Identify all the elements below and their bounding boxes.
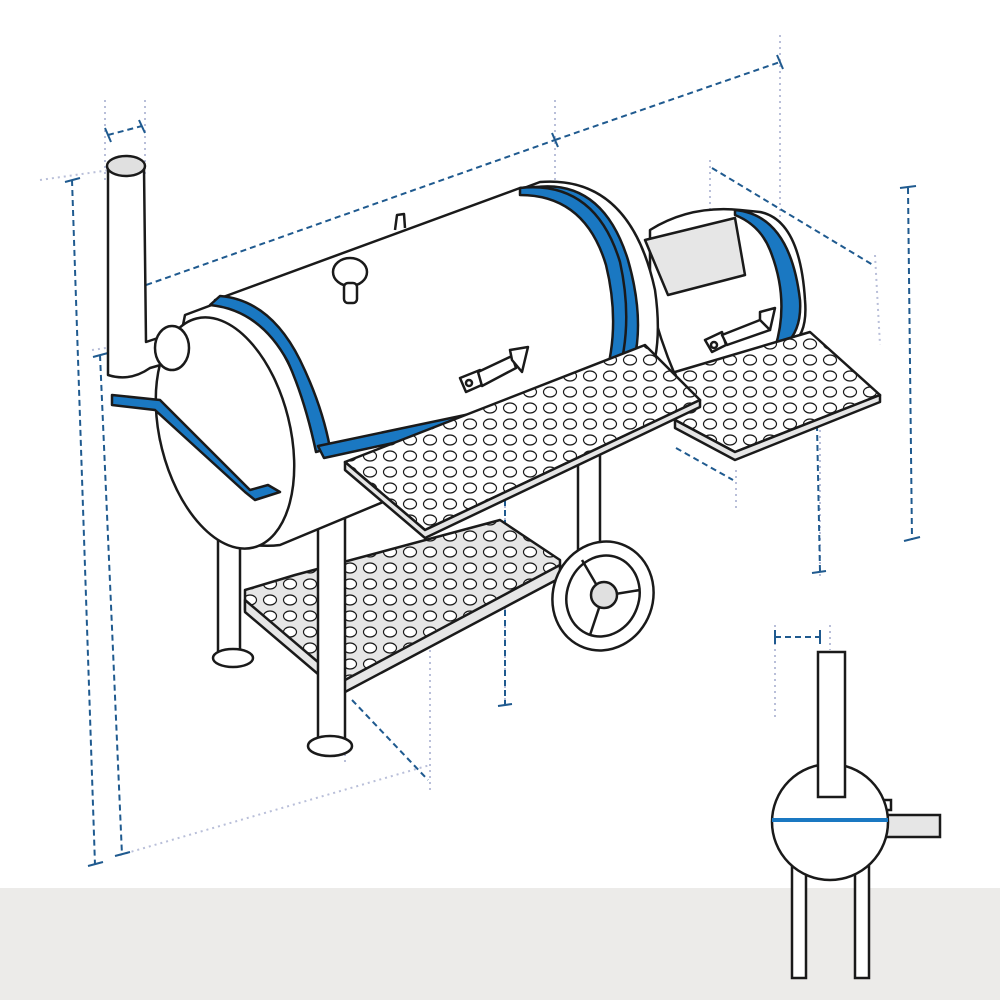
side-rail [110, 393, 282, 502]
floor [0, 888, 1000, 1000]
smokestack-icon [105, 154, 191, 379]
dimension-lines [64, 54, 921, 867]
profile-side-shelf [883, 813, 942, 839]
thermometer-icon [331, 256, 369, 305]
side-handle-icon [703, 306, 777, 354]
front-right-leg [316, 503, 347, 744]
profile-smokestack [816, 650, 847, 799]
profile-leg-left [790, 858, 808, 980]
lid-tab [393, 212, 407, 231]
wheel-icon [551, 540, 655, 652]
side-profile-view [770, 650, 942, 980]
bottom-shelf-icon [243, 518, 562, 692]
isometric-view [105, 154, 882, 758]
profile-leg-right [853, 858, 871, 980]
lid-handle-icon [458, 345, 530, 394]
